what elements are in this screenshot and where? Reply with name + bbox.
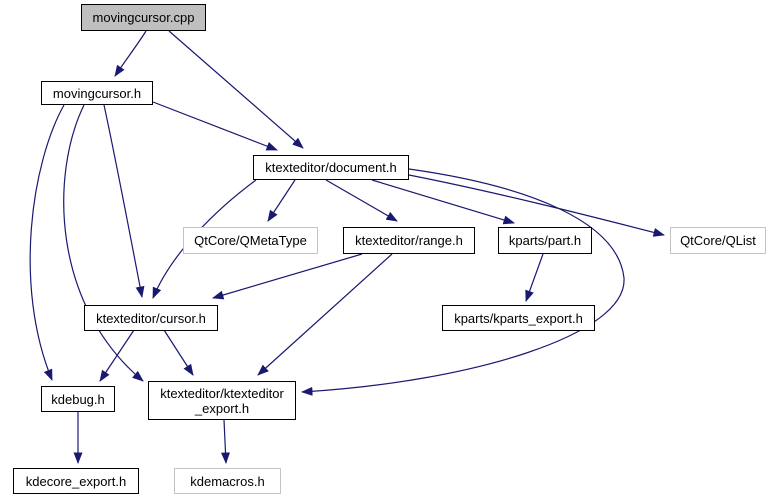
node-qtcore-qmetatype: QtCore/QMetaType (183, 227, 318, 254)
node-kdecore-export-h[interactable]: kdecore_export.h (13, 468, 139, 494)
edge-movingcursor_cpp-to-movingcursor_h (114, 30, 147, 77)
node-label: ktexteditor/document.h (265, 160, 397, 175)
node-label: ktexteditor/range.h (355, 233, 463, 248)
node-label: kparts/kparts_export.h (454, 310, 583, 326)
node-label: ktexteditor/ktexteditor _export.h (160, 385, 284, 416)
node-label: movingcursor.cpp (92, 10, 195, 25)
edge-movingcursor_h-to-cursor_h (103, 104, 145, 298)
node-label: QtCore/QList (680, 233, 756, 248)
node-kdemacros-h: kdemacros.h (174, 468, 281, 494)
node-ktexteditor-range-h[interactable]: ktexteditor/range.h (343, 227, 475, 254)
edge-cursor_h-to-ktexteditor_export_h (163, 329, 194, 376)
node-label: QtCore/QMetaType (194, 233, 307, 248)
edge-document_h-to-part_h (371, 179, 515, 225)
edge-document_h-to-qlist (408, 174, 665, 237)
edge-document_h-to-range_h (325, 179, 398, 222)
edge-document_h-to-qmetatype (267, 179, 296, 222)
node-movingcursor-h[interactable]: movingcursor.h (41, 81, 153, 105)
edge-movingcursor_h-to-kdebug_h (29, 104, 65, 381)
node-ktexteditor-ktexteditor-export-h[interactable]: ktexteditor/ktexteditor _export.h (148, 381, 296, 420)
edge-movingcursor_h-to-document_h (152, 101, 278, 151)
edge-movingcursor_h-to-ktexteditor_export_h (63, 104, 144, 382)
node-kparts-part-h[interactable]: kparts/part.h (498, 227, 592, 254)
node-qtcore-qlist: QtCore/QList (670, 227, 766, 254)
edge-range_h-to-ktexteditor_export_h (257, 253, 393, 376)
node-movingcursor-cpp: movingcursor.cpp (81, 4, 206, 31)
node-label: ktexteditor/cursor.h (96, 310, 206, 326)
node-label: kparts/part.h (508, 233, 582, 248)
edge-ktexteditor_export_h-to-kdemacros_h (221, 419, 231, 464)
node-label: kdebug.h (51, 391, 105, 407)
node-label: movingcursor.h (52, 85, 142, 101)
edge-cursor_h-to-kdebug_h (99, 329, 135, 382)
edge-movingcursor_cpp-to-document_h (168, 30, 304, 149)
edge-part_h-to-kparts_export_h (525, 253, 544, 302)
node-ktexteditor-document-h[interactable]: ktexteditor/document.h (253, 155, 409, 180)
node-label: kdecore_export.h (25, 473, 127, 489)
node-kdebug-h[interactable]: kdebug.h (41, 386, 115, 412)
edge-range_h-to-cursor_h (212, 253, 363, 300)
node-ktexteditor-cursor-h[interactable]: ktexteditor/cursor.h (84, 305, 218, 331)
node-kparts-kparts-export-h[interactable]: kparts/kparts_export.h (442, 305, 595, 331)
node-label: kdemacros.h (190, 473, 265, 489)
edge-document_h-to-ktexteditor_export_h (301, 168, 625, 396)
